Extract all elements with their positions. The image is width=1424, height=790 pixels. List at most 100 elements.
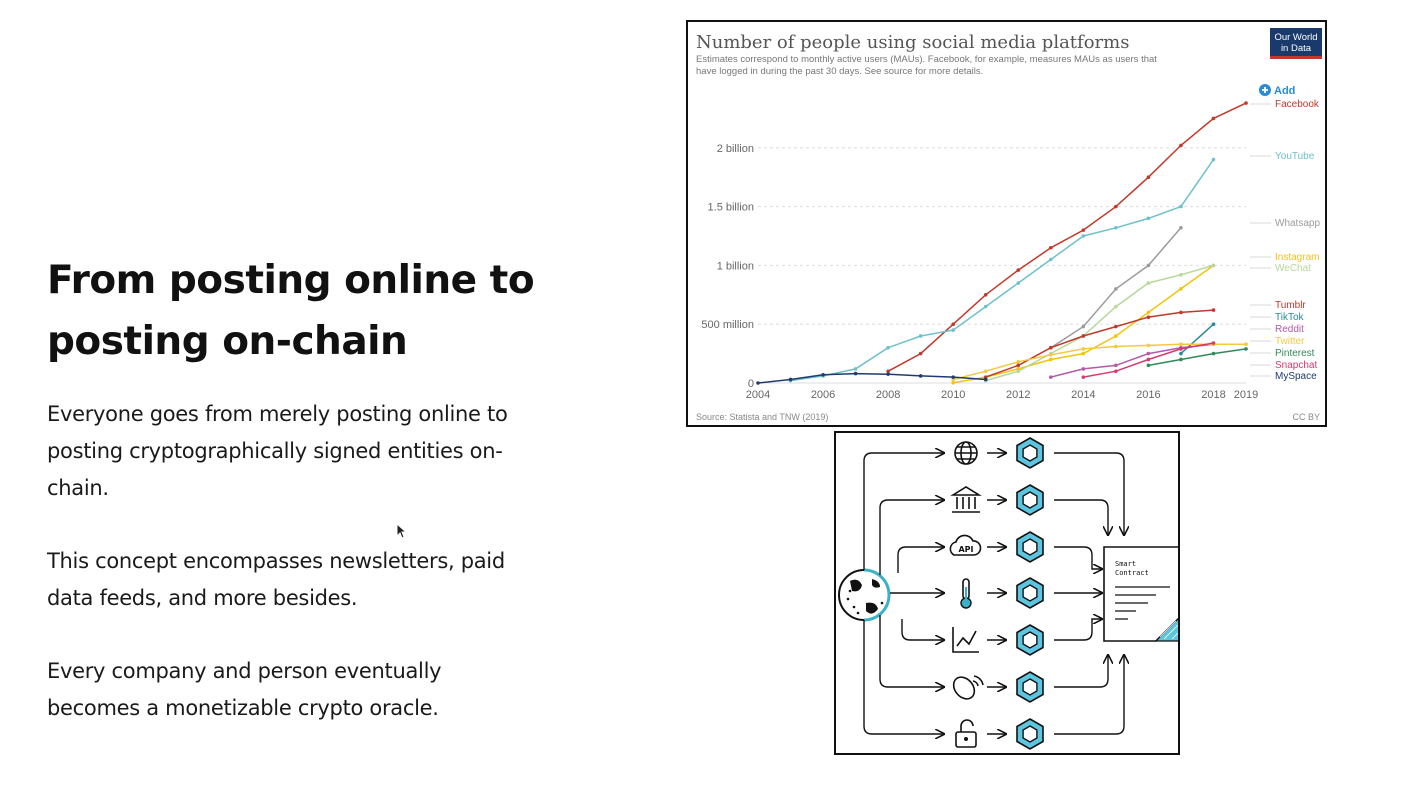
chainlink-node-icon — [1016, 671, 1044, 703]
api-cloud-icon: API — [949, 534, 982, 556]
data-point — [1049, 257, 1053, 262]
oracle-row — [952, 671, 1044, 703]
data-point — [1114, 363, 1118, 368]
data-point — [886, 345, 890, 350]
data-point — [1211, 322, 1216, 327]
data-point — [1114, 204, 1118, 209]
data-point — [1211, 116, 1216, 121]
data-point — [983, 369, 988, 374]
data-point — [1211, 157, 1216, 162]
data-point — [1146, 357, 1151, 362]
data-point — [1081, 334, 1086, 338]
data-point — [1114, 304, 1118, 309]
oracle-diagram: API Smart Contract — [834, 431, 1180, 755]
series-line-wechat — [985, 264, 1214, 382]
legend-reddit[interactable]: Reddit — [1275, 324, 1304, 335]
legend-tiktok[interactable]: TikTok — [1275, 312, 1305, 323]
svg-text:in Data: in Data — [1281, 43, 1312, 54]
data-point — [1146, 363, 1151, 368]
data-point — [1081, 228, 1086, 232]
legend-youtube[interactable]: YouTube — [1275, 151, 1315, 162]
diagram-svg: API Smart Contract — [838, 437, 1178, 750]
data-point — [1179, 225, 1183, 230]
thermometer-icon — [960, 578, 972, 609]
data-point — [1081, 234, 1086, 238]
legend-snapchat[interactable]: Snapchat — [1275, 360, 1317, 371]
data-point — [951, 375, 955, 379]
data-point — [1016, 363, 1021, 368]
data-point — [951, 322, 955, 327]
world-globe-icon — [838, 568, 891, 622]
legend-pinterest[interactable]: Pinterest — [1275, 348, 1315, 359]
data-point — [1179, 357, 1183, 362]
data-point — [788, 377, 793, 382]
chainlink-node-icon — [1016, 624, 1044, 656]
legend-facebook[interactable]: Facebook — [1275, 99, 1320, 110]
unlock-icon — [955, 719, 977, 748]
data-point — [1081, 347, 1086, 351]
series-line-pinterest — [1148, 348, 1247, 367]
chainlink-node-icon — [1016, 718, 1044, 750]
data-point — [1146, 315, 1151, 319]
data-point — [1211, 341, 1216, 345]
x-tick-label: 2008 — [876, 389, 900, 401]
x-tick-label: 2018 — [1201, 389, 1225, 401]
data-point — [1049, 357, 1053, 362]
data-point — [1211, 351, 1216, 356]
data-point — [951, 380, 955, 385]
data-point — [983, 377, 988, 382]
api-label: API — [958, 545, 973, 554]
data-point — [1179, 273, 1183, 277]
add-button[interactable]: Add — [1259, 84, 1295, 97]
series-line-myspace — [757, 372, 986, 384]
y-tick-label: 500 million — [701, 319, 754, 331]
data-point — [1114, 334, 1118, 338]
data-point — [1146, 343, 1151, 348]
legend-tumblr[interactable]: Tumblr — [1275, 300, 1306, 311]
y-tick-label: 0 — [748, 378, 754, 390]
data-point — [1016, 360, 1021, 364]
chart-license: CC BY — [1292, 412, 1320, 422]
paragraph-posting: Everyone goes from merely posting online… — [47, 402, 508, 500]
oracle-row: API — [949, 531, 1044, 563]
data-point — [1049, 345, 1053, 350]
data-point — [1016, 369, 1021, 374]
data-point — [1081, 324, 1086, 329]
chart-subtitle: Estimates correspond to monthly active u… — [696, 54, 1160, 77]
social-media-chart: Number of people using social media plat… — [686, 20, 1327, 427]
contract-label-1: Smart — [1115, 560, 1136, 568]
data-point — [853, 367, 858, 371]
data-point — [918, 351, 923, 356]
data-point — [1179, 143, 1183, 148]
data-point — [1114, 225, 1118, 230]
legend-whatsapp[interactable]: Whatsapp — [1275, 218, 1320, 229]
page-title: From posting online to posting on-chain — [47, 258, 535, 364]
data-point — [1114, 287, 1118, 291]
smart-contract-document: Smart Contract — [1103, 546, 1178, 642]
y-tick-label: 1.5 billion — [708, 202, 754, 214]
legend-myspace[interactable]: MySpace — [1275, 371, 1317, 382]
bank-icon — [950, 486, 982, 513]
data-point — [756, 381, 760, 385]
legend-instagram[interactable]: Instagram — [1275, 252, 1319, 263]
data-point — [1211, 263, 1216, 268]
x-tick-label: 2016 — [1136, 389, 1160, 401]
data-point — [1114, 344, 1118, 349]
data-point — [983, 304, 988, 309]
x-tick-label: 2010 — [941, 389, 965, 401]
data-point — [1081, 367, 1086, 371]
series-line-facebook — [887, 102, 1247, 372]
legend-twitter[interactable]: Twitter — [1275, 336, 1305, 347]
data-point — [1146, 175, 1151, 179]
data-point — [1146, 263, 1151, 268]
series-line-twitter — [953, 343, 1246, 381]
data-point — [1146, 216, 1151, 221]
y-tick-label: 1 billion — [717, 260, 754, 272]
data-point — [1244, 347, 1248, 351]
mouse-cursor-icon — [396, 523, 408, 539]
data-point — [1049, 245, 1053, 250]
owid-logo: Our World in Data — [1270, 28, 1322, 59]
data-point — [1179, 347, 1183, 351]
legend-wechat[interactable]: WeChat — [1275, 263, 1311, 274]
data-point — [983, 293, 988, 297]
